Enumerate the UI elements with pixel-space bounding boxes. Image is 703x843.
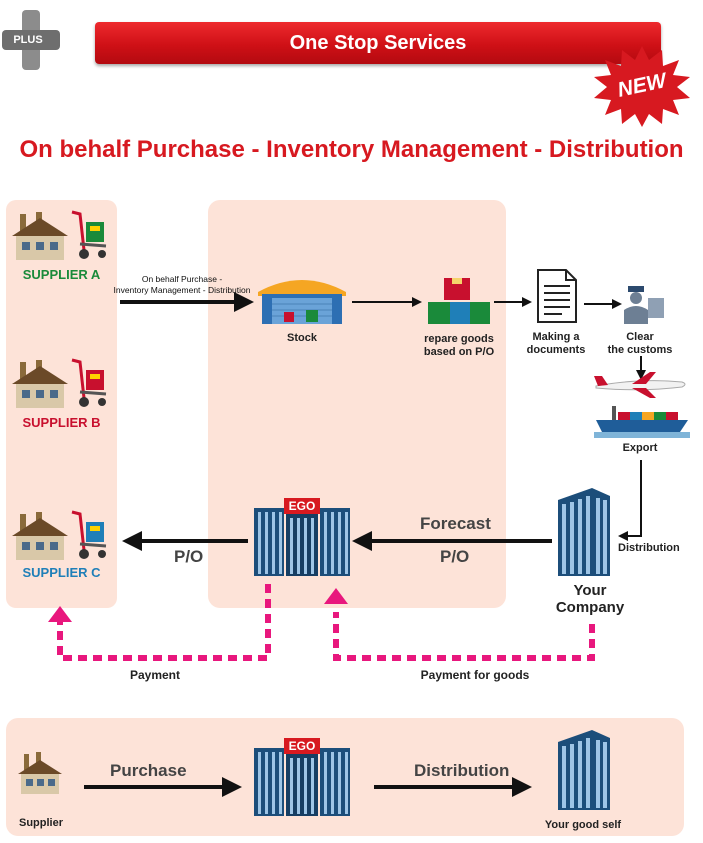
payment-arrowhead-icon	[48, 606, 72, 622]
distribution-label: Distribution	[618, 542, 680, 554]
plus-badge-label: PLUS	[13, 34, 43, 46]
purchase-note-line1: On behalf Purchase -	[141, 274, 223, 284]
supplier-b-label: SUPPLIER B	[22, 415, 101, 430]
ego-building-icon	[254, 498, 350, 576]
page-headline: On behalf Purchase - Inventory Managemen…	[19, 136, 684, 163]
company-label-line2: Company	[555, 599, 625, 616]
title-banner	[95, 22, 661, 64]
summary-supplier-icon	[18, 752, 62, 794]
summary-goodself-label: Your good self	[544, 819, 622, 831]
supplier-b-icon	[12, 358, 107, 408]
purchase-note-line2: Inventory Management - Distribution	[113, 285, 251, 295]
supplier-a-label: SUPPLIER A	[22, 267, 101, 282]
payment-path	[57, 584, 271, 661]
company-building-icon	[558, 488, 610, 576]
summary-ego-building-icon	[254, 738, 350, 816]
export-label: Export	[622, 442, 658, 454]
payment-goods-path	[333, 612, 595, 661]
supplier-c-label: SUPPLIER C	[22, 565, 101, 580]
customs-officer-icon	[624, 286, 664, 324]
warehouse-icon	[258, 280, 346, 324]
airplane-icon	[594, 372, 686, 398]
arrow-export-to-company	[618, 460, 642, 541]
payment-goods-label: Payment for goods	[420, 668, 530, 682]
documents-label-line1: Making a	[532, 331, 580, 343]
company-label-line1: Your	[573, 582, 607, 599]
summary-purchase-label: Purchase	[110, 761, 187, 780]
summary-distribution-label: Distribution	[414, 761, 510, 780]
forecast-label: Forecast	[420, 514, 491, 533]
payment-label: Payment	[129, 668, 181, 682]
ego-label: EGO	[288, 499, 316, 513]
stock-label: Stock	[287, 332, 317, 344]
prepare-label-line1: repare goods	[424, 333, 494, 345]
summary-ego-label: EGO	[288, 739, 316, 753]
documents-label-line2: documents	[526, 344, 586, 356]
new-starburst-icon	[594, 46, 690, 127]
goods-boxes-icon	[428, 278, 490, 324]
customs-label-line1: Clear	[626, 331, 654, 343]
document-icon	[537, 269, 577, 323]
prepare-label-line2: based on P/O	[423, 346, 495, 358]
supplier-a-icon	[12, 210, 107, 260]
po-left-label: P/O	[174, 547, 204, 566]
summary-company-building-icon	[558, 730, 610, 810]
payment-goods-arrowhead-icon	[324, 588, 348, 604]
cargo-ship-icon	[594, 406, 690, 438]
po-right-label: P/O	[440, 547, 470, 566]
customs-label-line2: the customs	[607, 344, 673, 356]
summary-supplier-label: Supplier	[18, 817, 63, 829]
banner-title: One Stop Services	[289, 32, 467, 54]
supplier-c-icon	[12, 510, 107, 560]
plus-icon	[2, 10, 60, 70]
